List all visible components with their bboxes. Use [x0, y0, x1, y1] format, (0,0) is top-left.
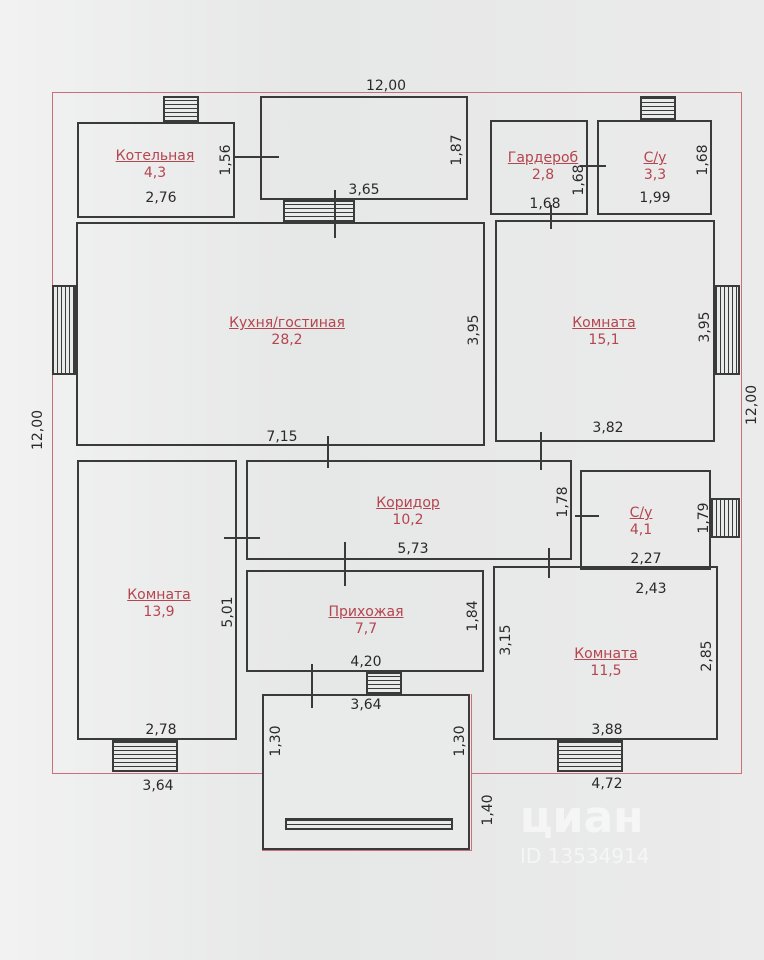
- dim: 1,78: [555, 486, 571, 518]
- dim: 2,27: [630, 551, 662, 567]
- door-marker: [224, 537, 260, 539]
- dim: 3,82: [592, 420, 624, 436]
- dim: 1,56: [218, 144, 234, 176]
- room-area: 10,2: [392, 512, 424, 528]
- window: [557, 740, 623, 772]
- door-marker: [550, 205, 552, 229]
- dim: 1,68: [529, 196, 561, 212]
- window: [163, 96, 199, 122]
- room-bedroom-2: [77, 460, 237, 740]
- dim: 1,87: [449, 134, 465, 166]
- dim: 1,68: [695, 144, 711, 176]
- room-name: Гардероб: [507, 150, 579, 166]
- room-bathroom-2: [580, 470, 711, 570]
- room-hallway: [246, 570, 484, 672]
- room-name: Комната: [574, 646, 638, 662]
- room-name: Коридор: [376, 495, 440, 511]
- room-name: Кухня/гостиная: [229, 315, 345, 331]
- door-marker: [575, 515, 599, 517]
- window: [283, 200, 355, 222]
- dim: 4,72: [591, 776, 623, 792]
- room-top-storage: [260, 96, 468, 200]
- room-corridor: [246, 460, 572, 560]
- room-area: 15,1: [588, 332, 620, 348]
- watermark-logo: циан: [520, 792, 644, 843]
- door-marker: [334, 190, 336, 238]
- door-marker: [548, 548, 550, 578]
- room-bedroom-3: [493, 566, 718, 740]
- dim: 1,30: [268, 725, 284, 757]
- dim: 1,30: [452, 725, 468, 757]
- dim-left: 12,00: [30, 409, 46, 451]
- dim: 3,95: [697, 311, 713, 343]
- door-marker: [580, 165, 606, 167]
- window: [52, 285, 76, 375]
- dim: 3,95: [466, 314, 482, 346]
- dim: 3,88: [591, 722, 623, 738]
- room-wardrobe: [490, 120, 588, 215]
- dim: 2,78: [145, 722, 177, 738]
- room-area: 4,1: [629, 522, 653, 538]
- door-marker: [327, 436, 329, 468]
- watermark-id: ID 13534914: [520, 844, 650, 868]
- room-name: Комната: [572, 315, 636, 331]
- room-name: С/у: [629, 505, 653, 521]
- dim: 2,43: [635, 581, 667, 597]
- room-kitchen: [76, 222, 485, 446]
- porch-rail: [285, 818, 453, 830]
- window: [366, 672, 402, 694]
- door-marker: [235, 156, 279, 158]
- room-bathroom-1: [597, 120, 712, 215]
- dim: 5,73: [397, 541, 429, 557]
- dim: 2,85: [699, 640, 715, 672]
- dim: 3,15: [498, 624, 514, 656]
- dim: 5,01: [220, 596, 236, 628]
- dim: 1,84: [465, 600, 481, 632]
- window: [640, 96, 676, 120]
- room-area: 2,8: [531, 167, 555, 183]
- dim: 1,40: [480, 794, 496, 826]
- room-area: 13,9: [143, 604, 175, 620]
- dim: 4,20: [350, 654, 382, 670]
- room-bedroom-1: [495, 220, 715, 442]
- window: [112, 740, 178, 772]
- dim-right: 12,00: [744, 384, 760, 426]
- window: [715, 285, 740, 375]
- door-marker: [344, 542, 346, 586]
- room-area: 7,7: [354, 621, 378, 637]
- room-name: С/у: [643, 150, 667, 166]
- door-marker: [540, 432, 542, 470]
- room-name: Котельная: [115, 148, 195, 164]
- dim-top: 12,00: [365, 78, 407, 94]
- dim: 1,68: [571, 164, 587, 196]
- room-area: 28,2: [271, 332, 303, 348]
- room-area: 4,3: [143, 165, 167, 181]
- room-name: Комната: [127, 587, 191, 603]
- room-boiler: [77, 122, 235, 218]
- door-marker: [311, 664, 313, 708]
- dim: 2,76: [145, 190, 177, 206]
- dim: 7,15: [266, 429, 298, 445]
- room-area: 11,5: [590, 663, 622, 679]
- window: [711, 498, 740, 538]
- dim: 3,64: [142, 778, 174, 794]
- room-area: 3,3: [643, 167, 667, 183]
- dim: 3,65: [348, 182, 380, 198]
- room-name: Прихожая: [328, 604, 404, 620]
- dim: 1,99: [639, 190, 671, 206]
- dim: 3,64: [350, 697, 382, 713]
- room-porch: [262, 694, 470, 850]
- dim: 1,79: [696, 502, 712, 534]
